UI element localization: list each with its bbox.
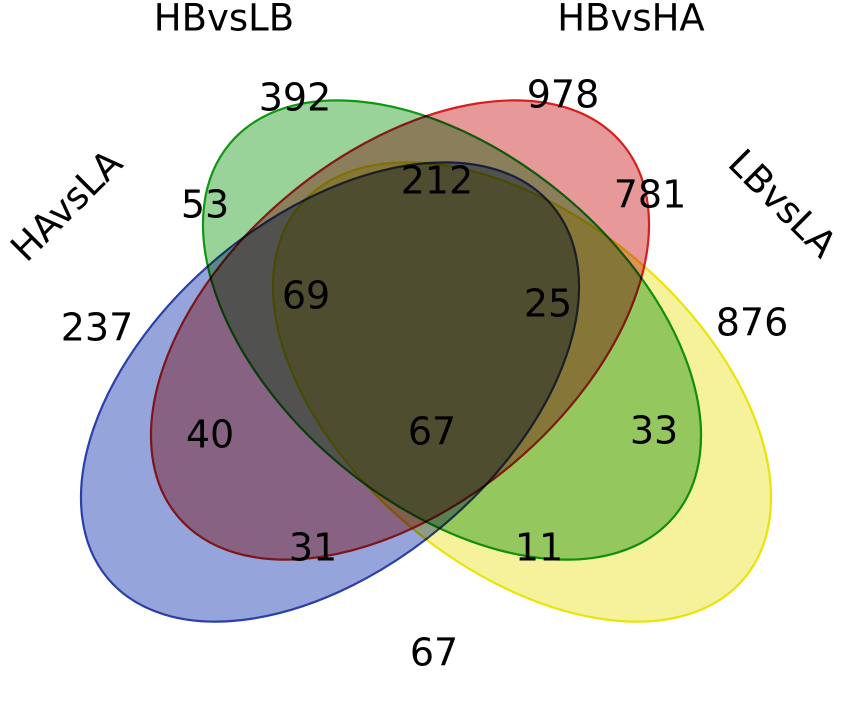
region-count-acd: 31 (289, 526, 337, 570)
region-count-cd: 781 (614, 173, 687, 217)
venn-region-counts: 237 392 978 876 53 212 781 69 25 40 67 3… (61, 73, 789, 675)
region-count-bcd: 25 (524, 282, 572, 326)
region-count-bc: 212 (401, 159, 474, 203)
set-label-hbvsha: HBvsHA (557, 0, 705, 40)
region-count-ac: 40 (186, 413, 234, 457)
region-count-a: 237 (61, 306, 134, 350)
region-count-abcd: 67 (408, 410, 456, 454)
region-count-d: 876 (716, 301, 789, 345)
venn-ellipse-group (79, 72, 850, 713)
region-count-ad: 67 (410, 631, 458, 675)
region-count-abc: 69 (282, 274, 330, 318)
venn-ellipse-lbvsla[interactable] (187, 72, 850, 713)
region-count-c: 978 (527, 73, 600, 117)
region-count-bd: 33 (630, 409, 678, 453)
set-label-hbvslb: HBvsLB (154, 0, 294, 40)
region-count-b: 392 (259, 76, 332, 120)
region-count-abd: 11 (515, 526, 563, 570)
region-count-ab: 53 (181, 183, 229, 227)
